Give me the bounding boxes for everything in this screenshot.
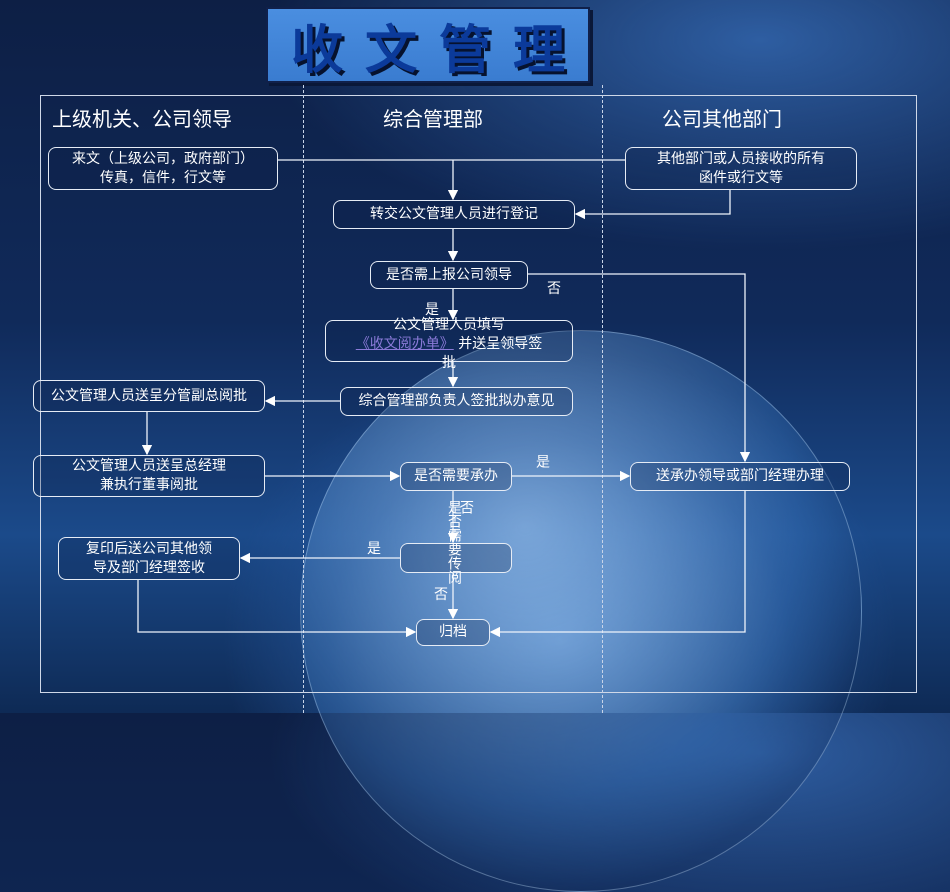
connectors xyxy=(137,159,751,638)
label-yes: 是 xyxy=(367,541,381,557)
label-no: 否 xyxy=(458,500,474,514)
edge xyxy=(574,190,731,220)
lane-header-superior: 上级机关、公司领导 xyxy=(52,107,232,131)
edge xyxy=(528,273,751,463)
node-text: 复印后送公司其他领 xyxy=(86,540,212,557)
node-text: 兼执行董事阅批 xyxy=(100,477,198,493)
node-text: 批 xyxy=(441,354,456,371)
form-link[interactable]: 《收文阅办单》 xyxy=(355,335,454,352)
node-text: 公文管理人员送呈总经理 xyxy=(72,458,226,474)
node-vp-review: 公文管理人员送呈分管副总阅批 xyxy=(33,380,265,412)
node-circulate-decision xyxy=(400,543,512,573)
node-text: 导及部门经理签收 xyxy=(93,559,205,576)
lane-header-admin: 综合管理部 xyxy=(383,107,483,131)
node-text: 其他部门或人员接收的所有 xyxy=(657,150,825,167)
node-gm-review: 公文管理人员送呈总经理兼执行董事阅批 xyxy=(33,455,265,497)
node-text: 并送呈领导签 xyxy=(458,335,543,352)
node-text: 公文管理人员填写 xyxy=(392,316,505,333)
label-yes: 是 xyxy=(534,454,550,468)
diagram-frame xyxy=(40,95,917,693)
node-text: 传真，信件，行文等 xyxy=(100,169,226,186)
label-yes: 是 xyxy=(425,302,439,318)
edge xyxy=(489,491,746,638)
node-register: 转交公文管理人员进行登记 xyxy=(333,200,575,229)
node-archive: 归档 xyxy=(416,619,490,646)
node-fill-form: 公文管理人员填写 《收文阅办单》 并送呈领导签 批 xyxy=(325,317,573,371)
node-dept-head-sign: 综合管理部负责人签批拟办意见 xyxy=(340,387,573,416)
node-incoming-docs: 来文（上级公司，政府部门） 传真，信件，行文等 xyxy=(48,147,278,190)
node-text: 来文（上级公司，政府部门） xyxy=(72,150,254,167)
node-report-decision: 是否需上报公司领导 xyxy=(370,261,528,289)
node-copy-send: 复印后送公司其他领导及部门经理签收 xyxy=(58,537,240,580)
node-handle-decision: 是否需要承办 xyxy=(400,462,512,491)
lane-divider xyxy=(303,85,304,713)
label-no: 否 xyxy=(547,281,561,297)
page-title: 收文管理 xyxy=(266,7,590,83)
edge xyxy=(137,580,417,638)
lane-header-other: 公司其他部门 xyxy=(662,107,782,131)
node-other-dept-docs: 其他部门或人员接收的所有函件或行文等 xyxy=(625,147,857,190)
node-text: 函件或行文等 xyxy=(699,169,783,186)
node-send-handler: 送承办领导或部门经理办理 xyxy=(630,462,850,491)
title-text: 收文管理 xyxy=(290,20,587,81)
lane-divider xyxy=(602,85,603,713)
circulate-decision-text: 是否需要传阅 xyxy=(446,500,462,584)
label-no: 否 xyxy=(434,587,448,603)
